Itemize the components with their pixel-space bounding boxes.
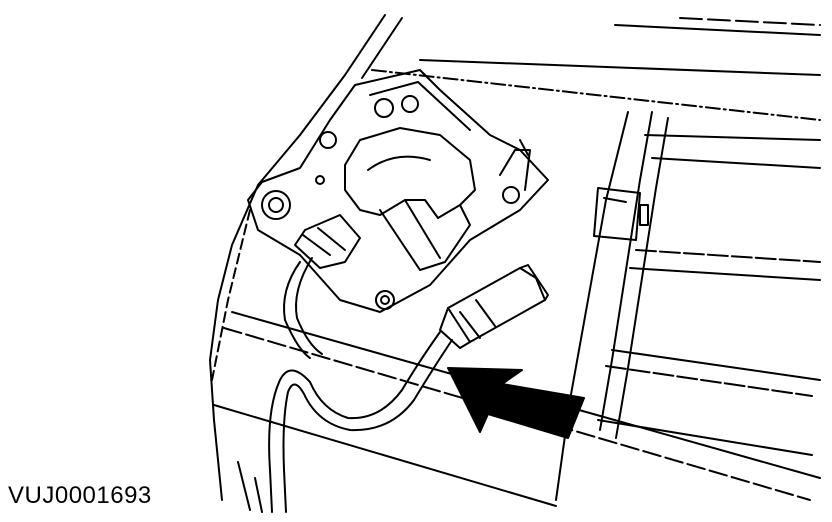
electrical-connector (440, 265, 548, 348)
mounting-bracket (248, 70, 548, 312)
figure-reference-code: VUJ0001693 (8, 482, 152, 509)
actuator-motor (295, 128, 475, 270)
seat-frame (556, 112, 820, 500)
wiring-harness (269, 258, 452, 512)
pointer-arrow (448, 368, 584, 438)
body-panel (210, 15, 820, 512)
